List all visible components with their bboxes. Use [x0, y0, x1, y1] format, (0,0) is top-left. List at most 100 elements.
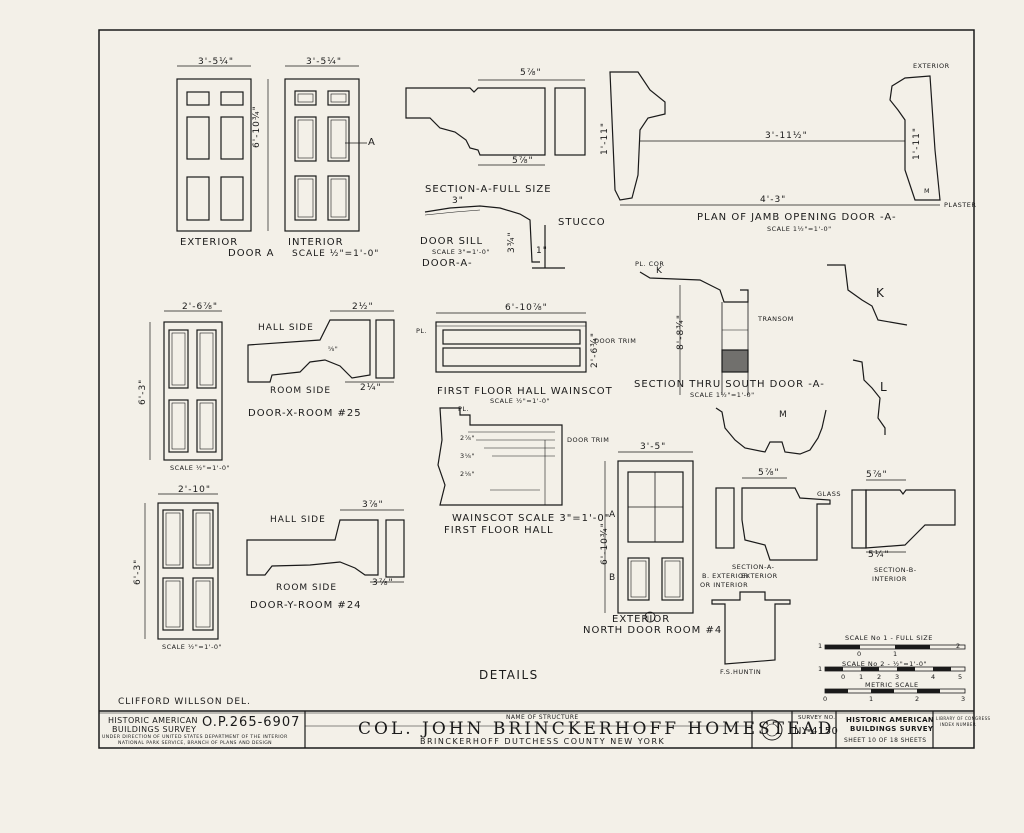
south-door-k: K: [656, 266, 663, 276]
scale-bar-fills: [825, 645, 951, 693]
wainscot-sect-sub: FIRST FLOOR HALL: [444, 525, 554, 536]
jamb-plaster: PLASTER: [944, 201, 977, 209]
wainscot-sect-dim-b: 3⅛": [460, 452, 475, 460]
south-door-label: SECTION THRU SOUTH DOOR -A-: [634, 379, 825, 390]
section-a2-label: SECTION-A-: [732, 563, 775, 571]
jamb-dim-left: 1'-11": [600, 121, 610, 155]
south-door-transom: TRANSOM: [758, 315, 794, 323]
delineator: CLIFFORD WILLSON DEL.: [118, 697, 251, 707]
jamb-scale: SCALE 1½"=1'-0": [767, 225, 832, 233]
scale-1-tick-2: 1: [893, 650, 898, 658]
wainscot-elev-scale: SCALE ½"=1'-0": [490, 397, 551, 405]
molding-k-label: K: [876, 286, 886, 300]
wainscot-sect-dim-c: 2⅛": [460, 470, 475, 478]
north-door-circle: J: [647, 614, 650, 622]
molding-k: [827, 264, 908, 326]
door-y-hall-side: HALL SIDE: [270, 515, 326, 525]
jamb-m: M: [924, 187, 931, 195]
survey-number: NY-4150: [794, 726, 839, 737]
scale-1-tick-1: 0: [857, 650, 862, 658]
north-door-exterior: EXTERIOR: [612, 614, 671, 625]
door-sill-scale: SCALE 3"=1'-0": [432, 248, 490, 256]
door-sill-dim-b: 3¾": [507, 231, 517, 253]
title-block-frame: [99, 710, 974, 748]
door-x-dim-top: 2½": [352, 302, 374, 312]
door-sill-stucco: STUCCO: [558, 217, 606, 228]
metric-scale-label: METRIC SCALE: [865, 681, 919, 689]
scale-1-label: SCALE No 1 - FULL SIZE: [845, 634, 933, 642]
wainscot-pl: PL.: [416, 327, 428, 335]
scale-2-tick-3: 2: [877, 673, 882, 681]
door-sill-dim-c: 1": [536, 246, 548, 256]
section-a2-b-ext: B. EXTERIOR: [702, 572, 749, 580]
jamb-dim-right: 1'-11": [912, 126, 922, 160]
sheet-border: [98, 29, 975, 749]
section-a2-glass: GLASS: [817, 490, 842, 498]
structure-name: COL. JOHN BRINCKERHOFF HOMESTEAD: [358, 719, 835, 739]
jamb-dim-outer: 4'-3": [760, 195, 787, 205]
door-x-height: 6'-3": [138, 378, 148, 405]
scale-2-tick-4: 3: [895, 673, 900, 681]
north-door-height: 6'-10¾": [600, 522, 610, 565]
door-x-title: DOOR-X-ROOM #25: [248, 408, 362, 419]
door-sill-section: [424, 205, 565, 269]
metric-tick-1: 1: [869, 695, 874, 703]
door-a-exterior-label: EXTERIOR: [180, 237, 239, 248]
section-a-dim-bottom: 5⅞": [512, 156, 534, 166]
section-b-dim-top: 5⅞": [866, 470, 888, 480]
door-y-title: DOOR-Y-ROOM #24: [250, 600, 362, 611]
door-sill-sub: DOOR-A-: [422, 258, 473, 269]
scale-1-tick-3: 2: [956, 642, 961, 650]
door-a-int-width: 3'-5¼": [306, 57, 343, 67]
agency-line-1: UNDER DIRECTION OF UNITED STATES DEPARTM…: [102, 735, 288, 740]
jamb-dim-inner: 3'-11½": [765, 131, 808, 141]
scale-2-tick-0: 1: [818, 665, 823, 673]
north-door-a: A: [609, 510, 617, 520]
door-x-scale: SCALE ½"=1'-0": [170, 464, 231, 472]
wainscot-door-trim: DOOR TRIM: [594, 337, 637, 345]
wainscot-dim-width: 6'-10⅞": [505, 303, 548, 313]
south-door-height: 8'-8¾": [676, 313, 686, 350]
section-b-label: SECTION-B-: [874, 566, 917, 574]
wainscot-section: [437, 407, 563, 506]
jamb-plan: [609, 71, 941, 206]
scale-2-tick-1: 0: [841, 673, 846, 681]
fs-huntin-detail: [711, 591, 791, 665]
molding-l: [852, 359, 886, 435]
molding-m-label: M: [779, 410, 788, 420]
wainscot-sect-dim-a: 2⅞": [460, 434, 475, 442]
door-y-room-side: ROOM SIDE: [276, 583, 338, 593]
door-x-hall-side: HALL SIDE: [258, 323, 314, 333]
door-sill-dim-a: 3": [452, 196, 464, 206]
habs-line-1: HISTORIC AMERICAN: [108, 716, 198, 725]
scale-1-tick-0: 1: [818, 642, 823, 650]
structure-location: BRINCKERHOFF DUTCHESS COUNTY NEW YORK: [420, 737, 666, 746]
section-a-exterior: [715, 477, 831, 561]
wainscot-sect-door-trim: DOOR TRIM: [567, 436, 610, 444]
fs-huntin-label: F.S.HUNTIN: [720, 668, 762, 676]
north-door-elevation: [604, 451, 694, 623]
door-y-width: 2'-10": [178, 485, 212, 495]
library-line-1: LIBRARY OF CONGRESS: [936, 716, 991, 721]
scale-2-label: SCALE No 2 - ½"=1'-0": [842, 660, 928, 668]
door-sill-label: DOOR SILL: [420, 236, 484, 247]
section-a-dim-top: 5⅞": [520, 68, 542, 78]
details-heading: DETAILS: [479, 668, 539, 682]
door-y-elevation: [144, 493, 219, 640]
door-y-dim-bottom: 3⅞": [372, 578, 394, 588]
library-line-2: INDEX NUMBER: [940, 722, 977, 727]
wainscot-sect-label: WAINSCOT SCALE 3"=1'-0": [452, 513, 611, 524]
habs-line-2: BUILDINGS SURVEY: [112, 725, 197, 734]
sheet-number: SHEET 10 OF 18 SHEETS: [844, 737, 927, 744]
door-x-section: [247, 310, 395, 383]
name-caption: NAME OF STRUCTURE: [506, 714, 579, 721]
molding-m: [715, 407, 827, 455]
jamb-label: PLAN OF JAMB OPENING DOOR -A-: [697, 212, 897, 223]
section-a-full-size: [405, 79, 586, 166]
section-a2-sub: EXTERIOR: [741, 572, 778, 580]
door-y-height: 6'-3": [133, 558, 143, 585]
metric-tick-3: 3: [961, 695, 966, 703]
door-a-title: DOOR A: [228, 248, 275, 259]
